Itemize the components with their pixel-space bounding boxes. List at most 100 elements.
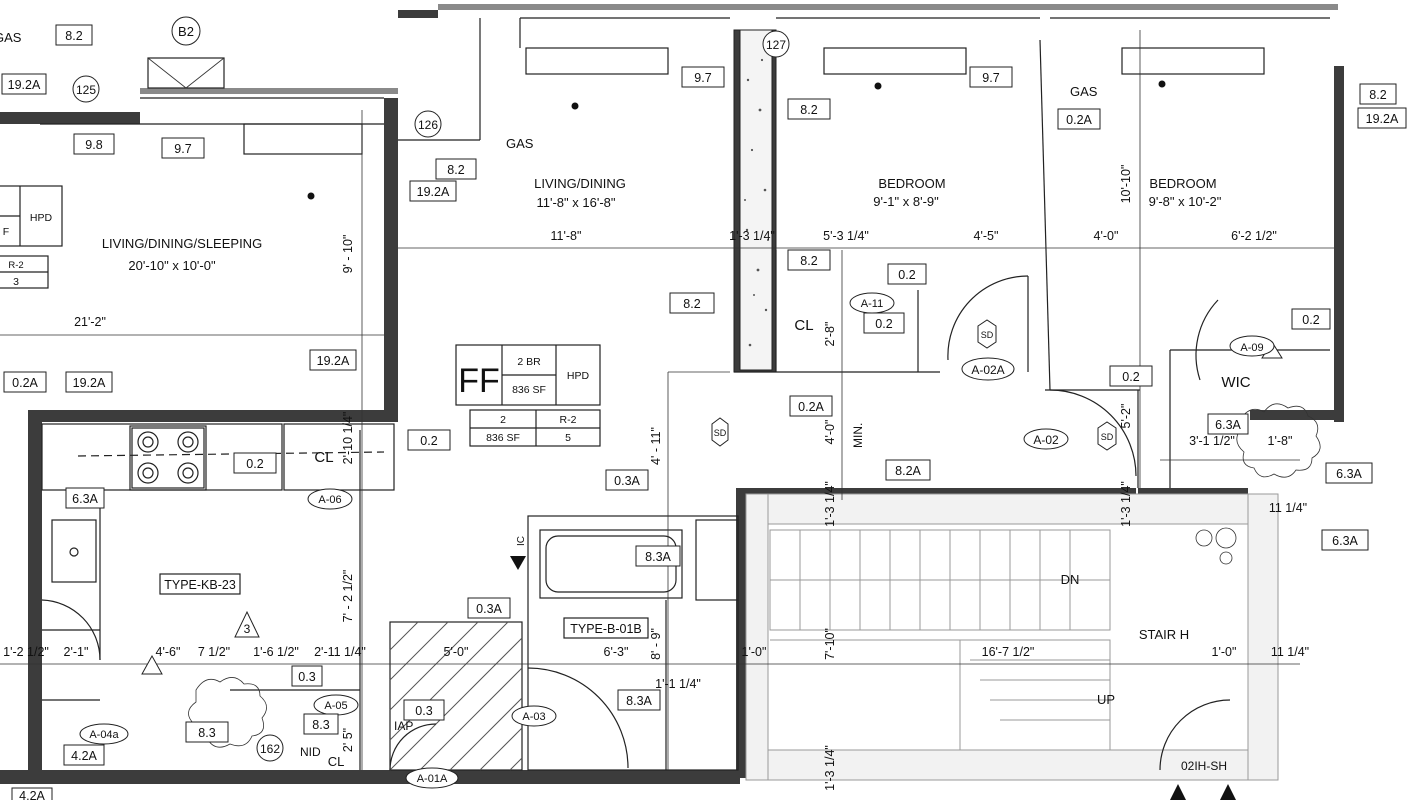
left-unit-tag-hpd: HPD	[30, 212, 53, 224]
fixture-tag-162: 162	[256, 734, 284, 762]
room-name-living-dining: LIVING/DINING	[534, 176, 626, 191]
unit-tag-row-a: 2	[500, 414, 506, 426]
wall-tag: 19.2A	[1366, 112, 1399, 126]
door-tag-a05: A-05	[313, 694, 359, 716]
svg-text:IC: IC	[516, 536, 527, 546]
room-name-bedroom-2: BEDROOM	[1149, 176, 1216, 191]
dim-text: 1'-8"	[1268, 434, 1293, 448]
door-tag-a01a: A-01A	[405, 767, 459, 789]
unit-tag-row-b: R-2	[560, 414, 577, 426]
room-name-closet-lower: CL	[328, 754, 345, 769]
wall-tag: 4.2A	[19, 789, 45, 800]
dim-text: 2'-1"	[64, 645, 89, 659]
dim-text: 8' - 9"	[649, 628, 663, 660]
svg-text:B2: B2	[178, 24, 194, 39]
room-size-living-dining: 11'-8" x 16'-8"	[537, 195, 616, 210]
partitions	[40, 17, 1330, 771]
dim-text: 4' - 11"	[649, 427, 663, 465]
dim-text: 4'-0"	[823, 420, 837, 445]
svg-text:A-02: A-02	[1033, 433, 1059, 447]
dim-text: 1'-3 1/4"	[1119, 481, 1133, 527]
wall-tag: 0.2A	[1066, 113, 1092, 127]
wall-tag: 8.3A	[645, 550, 671, 564]
unit-tag-program: HPD	[567, 370, 590, 382]
svg-text:A-09: A-09	[1240, 342, 1263, 354]
wall-tag: 9.8	[85, 138, 102, 152]
wall-tag: 8.2A	[895, 464, 921, 478]
wall-tag: 9.7	[694, 71, 711, 85]
min-label: MIN.	[851, 423, 865, 448]
wall-tag: 8.2	[683, 297, 700, 311]
door-tag-a02a: A-02A	[961, 357, 1015, 381]
dimensions: 21'-2" 9' - 10" 11'-8" 1'-3 1/4" 5'-3 1/…	[3, 165, 1309, 791]
dim-text: 7 1/2"	[198, 645, 230, 659]
wall-tag: 9.7	[174, 142, 191, 156]
dim-text: 5'-0"	[444, 645, 469, 659]
unit-tag-row-c: 836 SF	[486, 432, 520, 444]
dimension-lines	[0, 30, 1334, 770]
stair-up-label: UP	[1097, 692, 1115, 707]
wall-tag: 0.2A	[798, 400, 824, 414]
smoke-detector-3: SD	[1097, 421, 1117, 451]
wall-tag: 0.2	[898, 268, 915, 282]
svg-text:SD: SD	[1101, 432, 1114, 442]
dim-text: 1'-1 1/4"	[655, 677, 701, 691]
dim-text: 7'-10"	[823, 628, 837, 660]
dim-text: 1'-0"	[742, 645, 767, 659]
dim-text: 2'-8"	[823, 322, 837, 347]
wall-tag: 19.2A	[73, 376, 106, 390]
room-name-closet-kitchen: CL	[314, 449, 333, 466]
room-name-bedroom-1: BEDROOM	[878, 176, 945, 191]
dim-text: 2'-10 1/4"	[341, 412, 355, 465]
svg-text:162: 162	[260, 742, 280, 756]
stair-dn-label: DN	[1061, 572, 1080, 587]
hatch-area	[389, 621, 523, 771]
wall-tag: 6.3A	[1336, 467, 1362, 481]
dim-text: 1'-6 1/2"	[253, 645, 299, 659]
unit-tag: FF 2 BR 836 SF HPD 2 R-2 836 SF 5	[455, 344, 601, 447]
door-tag-a06: A-06	[307, 488, 353, 510]
dim-text: 1'-3 1/4"	[729, 229, 775, 243]
wall-tag: 8.2	[447, 163, 464, 177]
fixture-tag-127: 127	[762, 30, 790, 58]
dim-text: 4'-0"	[1094, 229, 1119, 243]
wall-tag: 0.3A	[614, 474, 640, 488]
room-size-living-dining-sleeping: 20'-10" x 10'-0"	[128, 258, 216, 273]
svg-text:A-05: A-05	[324, 700, 347, 712]
room-size-bedroom-2: 9'-8" x 10'-2"	[1149, 194, 1222, 209]
wall-tag: 0.2	[246, 457, 263, 471]
wall-tag: 8.3	[312, 718, 329, 732]
revision-triangle-small	[141, 654, 163, 675]
wall-tag: 19.2A	[417, 185, 450, 199]
room-size-bedroom-1: 9'-1" x 8'-9"	[873, 194, 939, 209]
window-headers	[147, 47, 1265, 155]
gas-label-1: GAS	[0, 30, 22, 45]
svg-text:SD: SD	[714, 428, 727, 438]
smoke-detector-1: SD	[711, 417, 729, 447]
wall-tag: 0.2	[1122, 370, 1139, 384]
unit-tag-row-d: 5	[565, 432, 571, 444]
dim-text: 6'-2 1/2"	[1231, 229, 1277, 243]
wall-tag: 8.3A	[626, 694, 652, 708]
shaft-fill	[739, 29, 773, 371]
svg-text:A-11: A-11	[861, 298, 883, 310]
wall-tag: 8.2	[800, 103, 817, 117]
room-name-closet-bedroom: CL	[794, 317, 813, 334]
door-swings	[41, 275, 1231, 771]
wall-tag: 6.3A	[1215, 418, 1241, 432]
stove	[131, 427, 205, 489]
svg-text:3: 3	[244, 622, 251, 636]
kitchen-sink	[51, 519, 97, 583]
wall-tag: 6.3A	[72, 492, 98, 506]
dim-text: 4'-5"	[974, 229, 999, 243]
wall-type-tags: 8.2 19.2A 9.8 9.7 8.2 19.2A 9.7 8.2 9.7 …	[1, 24, 1407, 800]
dim-text: 1'-3 1/4"	[823, 745, 837, 791]
dim-text: 2'-11 1/4"	[314, 645, 366, 659]
svg-text:125: 125	[76, 83, 96, 97]
wall-tag: 8.2	[65, 29, 82, 43]
ic-symbol: IC	[510, 536, 527, 570]
door-tag-a04a: A-04a	[79, 723, 129, 745]
wall-tag: 0.3	[415, 704, 432, 718]
door-tag-a11: A-11	[849, 292, 895, 314]
